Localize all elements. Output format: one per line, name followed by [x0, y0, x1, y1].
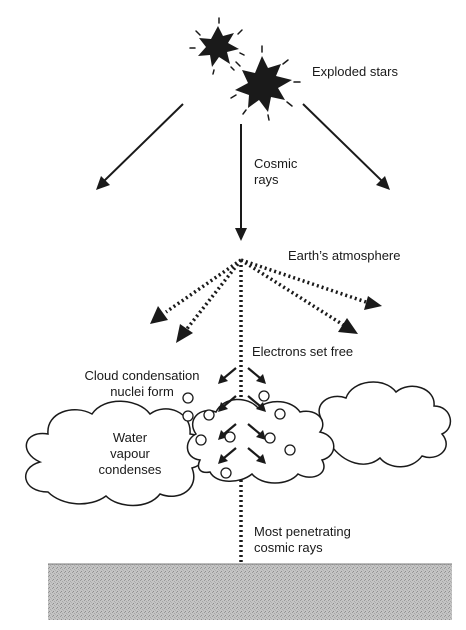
water-vapour-label: Water vapour condenses — [80, 430, 180, 478]
electron-arrows — [218, 367, 266, 464]
condensation-nuclei — [182, 390, 296, 479]
ground — [48, 564, 452, 620]
water-vapour-label-line2: vapour — [110, 446, 150, 461]
most-penetrating-label-line2: cosmic rays — [254, 540, 323, 555]
small-star-icon — [189, 17, 245, 75]
most-penetrating-label: Most penetrating cosmic rays — [254, 524, 351, 556]
dotted-ray-arrowheads — [150, 296, 382, 598]
right-cloud — [312, 381, 452, 468]
water-vapour-label-line3: condenses — [98, 462, 162, 477]
cosmic-rays-label-line2: rays — [254, 172, 279, 187]
nuclei-form-label: Cloud condensation nuclei form — [60, 368, 224, 400]
electrons-set-free-label: Electrons set free — [252, 344, 354, 359]
cosmic-ray-arrows — [96, 103, 390, 241]
left-cloud — [24, 400, 209, 507]
exploded-stars-label: Exploded stars — [312, 64, 398, 79]
water-vapour-label-line1: Water — [112, 430, 148, 445]
nuclei-form-label-line1: Cloud condensation — [84, 368, 200, 383]
most-penetrating-label-line1: Most penetrating — [254, 524, 351, 539]
nuclei-form-label-line2: nuclei form — [110, 384, 174, 399]
large-star-icon — [230, 45, 301, 121]
cosmic-rays-label: Cosmic rays — [254, 156, 297, 188]
earths-atmosphere-label: Earth’s atmosphere — [288, 248, 401, 263]
cosmic-rays-label-line1: Cosmic — [254, 156, 298, 171]
